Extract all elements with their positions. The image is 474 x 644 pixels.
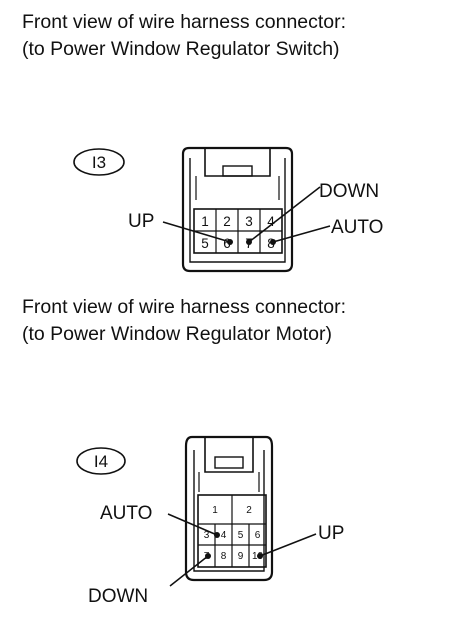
pin-number: 5 <box>238 530 244 541</box>
leader-lines-i3 <box>162 186 331 246</box>
pin-row-bottom: 7 8 9 10 <box>204 551 264 562</box>
pin-number: 10 <box>252 551 264 562</box>
label-up: UP <box>318 523 344 544</box>
leader-down <box>169 552 212 587</box>
pin-number: 1 <box>212 505 218 516</box>
pin-number: 2 <box>223 214 231 229</box>
leader-down <box>245 186 321 246</box>
connector-i3 <box>73 146 294 273</box>
pin-number: 3 <box>245 214 253 229</box>
pin-number: 4 <box>221 530 227 541</box>
connector-side-rib <box>198 472 260 492</box>
pin-number: 6 <box>223 236 231 251</box>
leader-up <box>256 533 317 560</box>
pin-row-mid: 3 4 5 6 <box>204 530 261 541</box>
connector-latch <box>204 148 271 177</box>
caption-line-1: Front view of wire harness connector: <box>22 296 347 318</box>
label-up: UP <box>128 211 154 232</box>
connector-latch <box>204 437 254 473</box>
connector-housing <box>184 435 274 582</box>
label-auto: AUTO <box>331 217 383 238</box>
pin-number: 8 <box>267 236 275 251</box>
connector-id-oval <box>76 447 126 475</box>
pin-number: 9 <box>238 551 244 562</box>
connector-side-rib <box>195 176 280 200</box>
pin-number: 8 <box>221 551 227 562</box>
leader-lines-i4 <box>167 513 317 587</box>
pin-number: 5 <box>201 236 209 251</box>
connector-id-label: I4 <box>94 452 108 471</box>
pin-number: 4 <box>267 214 275 229</box>
label-down: DOWN <box>319 181 379 202</box>
caption-line-2: (to Power Window Regulator Motor) <box>22 323 332 345</box>
caption-line-2: (to Power Window Regulator Switch) <box>22 38 340 60</box>
connector-latch-tab <box>222 165 253 177</box>
pin-number: 2 <box>246 505 252 516</box>
pin-number: 1 <box>201 214 209 229</box>
label-down: DOWN <box>88 586 148 607</box>
pin-row-top: 1 2 3 4 <box>201 214 275 229</box>
connector-inner-wall <box>193 450 265 572</box>
connector-i3-caption: Front view of wire harness connector: (t… <box>22 9 346 63</box>
leader-up <box>162 221 234 246</box>
label-auto: AUTO <box>100 503 152 524</box>
connector-latch-tab <box>214 456 244 469</box>
pin-number: 3 <box>204 530 210 541</box>
pin-number: 7 <box>245 236 253 251</box>
pin-row-large: 1 2 <box>212 505 252 516</box>
connector-i4 <box>76 435 274 582</box>
leader-auto <box>269 225 331 246</box>
connector-i4-caption: Front view of wire harness connector: (t… <box>22 294 346 348</box>
pin-number: 6 <box>255 530 261 541</box>
connector-id-oval <box>73 148 125 176</box>
caption-line-1: Front view of wire harness connector: <box>22 11 347 33</box>
leader-auto <box>167 513 221 539</box>
connector-id-label: I3 <box>92 153 106 172</box>
connector-inner-wall <box>189 158 286 263</box>
connector-housing <box>181 146 294 273</box>
